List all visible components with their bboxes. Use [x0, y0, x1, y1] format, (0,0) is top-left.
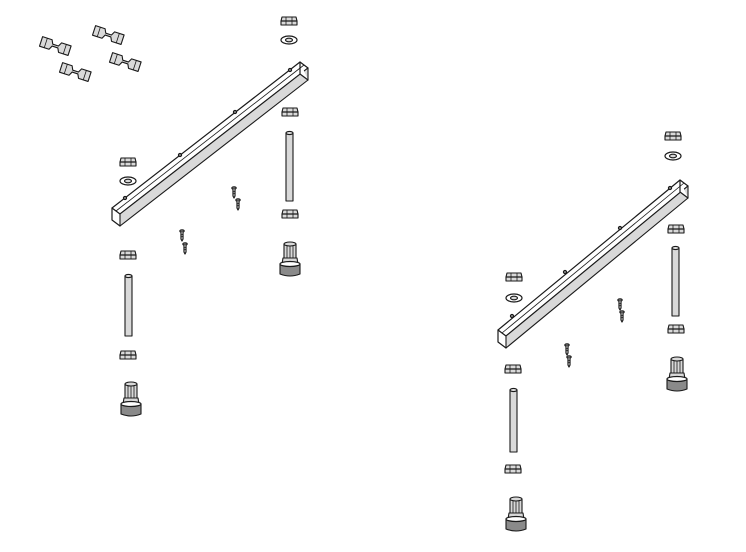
left-rail	[111, 61, 309, 227]
hex-nut	[281, 209, 299, 219]
screw	[617, 298, 623, 311]
hex-nut	[119, 250, 137, 260]
left-assembly	[111, 16, 309, 417]
hex-nut	[504, 364, 522, 374]
mounting-clip	[91, 25, 125, 45]
screw	[182, 242, 188, 255]
adjustable-foot	[279, 241, 301, 277]
adjustable-foot	[120, 381, 142, 417]
screw	[231, 186, 237, 199]
hex-nut	[280, 16, 298, 26]
adjustable-foot	[666, 356, 688, 392]
screw	[235, 198, 241, 211]
hex-nut	[504, 464, 522, 474]
right-rail	[497, 179, 689, 349]
hex-nut	[119, 157, 137, 167]
hex-nut	[505, 272, 523, 282]
hex-nut	[667, 224, 685, 234]
hex-nut	[664, 131, 682, 141]
screw	[566, 355, 572, 368]
hex-nut	[119, 350, 137, 360]
mounting-clip	[58, 62, 92, 82]
washer	[505, 293, 523, 303]
mounting-clip	[108, 52, 142, 72]
mounting-clips-group	[38, 25, 142, 82]
washer	[119, 176, 137, 186]
screw	[619, 310, 625, 323]
threaded-rod	[671, 245, 680, 317]
washer	[664, 151, 682, 161]
mounting-clip	[38, 36, 72, 56]
screw	[564, 343, 570, 356]
adjustable-foot	[505, 496, 527, 532]
washer	[280, 35, 298, 45]
threaded-rod	[124, 273, 133, 337]
right-assembly	[497, 131, 689, 532]
screw	[179, 229, 185, 242]
threaded-rod	[509, 387, 518, 453]
threaded-rod	[285, 130, 294, 202]
hex-nut	[281, 107, 299, 117]
hex-nut	[667, 324, 685, 334]
